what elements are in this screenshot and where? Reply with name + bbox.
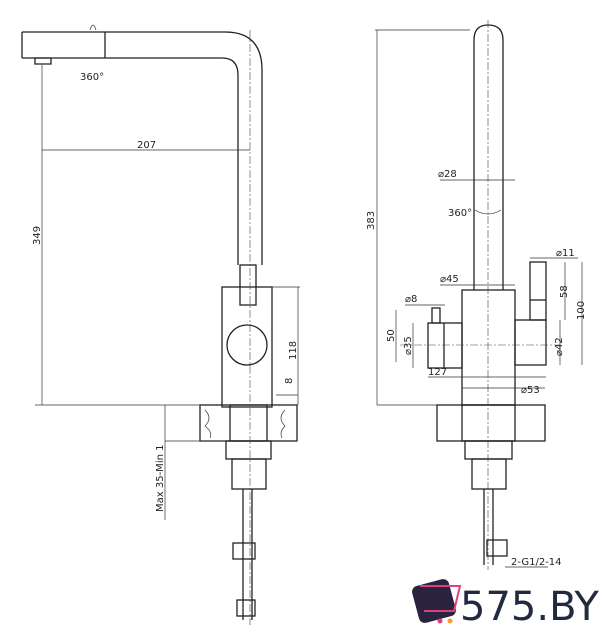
dim-rotation-left: 360° bbox=[80, 72, 104, 83]
brand-logo: 575.BY bbox=[412, 579, 599, 630]
dim-lever-diameter: ⌀11 bbox=[556, 248, 575, 259]
logo-text: 575.BY bbox=[460, 584, 599, 630]
dim-knob-height: 50 bbox=[386, 329, 397, 342]
dim-body-height: 118 bbox=[288, 341, 299, 360]
dim-lever-length: 58 bbox=[559, 285, 570, 298]
dim-lever-height: 100 bbox=[576, 301, 587, 320]
dim-width: 127 bbox=[428, 367, 447, 378]
dim-right-diameter: ⌀42 bbox=[554, 337, 565, 356]
dim-base-diameter: ⌀53 bbox=[521, 385, 540, 396]
dim-height-left: 349 bbox=[32, 226, 43, 245]
dim-body-diameter: ⌀45 bbox=[440, 274, 459, 285]
dim-rotation-right: 360° bbox=[448, 208, 472, 219]
side-view: 207 349 360° 118 8 Max 35-Min 1 bbox=[21, 24, 300, 625]
dim-thread: 2-G1/2-14 bbox=[511, 557, 562, 568]
dim-countertop: Max 35-Min 1 bbox=[155, 445, 166, 512]
dim-pipe-diameter: ⌀28 bbox=[438, 169, 457, 180]
dim-spout-reach: 207 bbox=[137, 140, 156, 151]
front-view: 383 ⌀28 360° ⌀11 ⌀45 ⌀8 58 100 50 ⌀35 ⌀4… bbox=[366, 20, 587, 570]
dim-height-right: 383 bbox=[366, 211, 377, 230]
dim-offset: 8 bbox=[284, 378, 295, 384]
dim-knob-pin-diameter: ⌀8 bbox=[405, 294, 417, 305]
dim-knob-diameter: ⌀35 bbox=[403, 336, 414, 355]
